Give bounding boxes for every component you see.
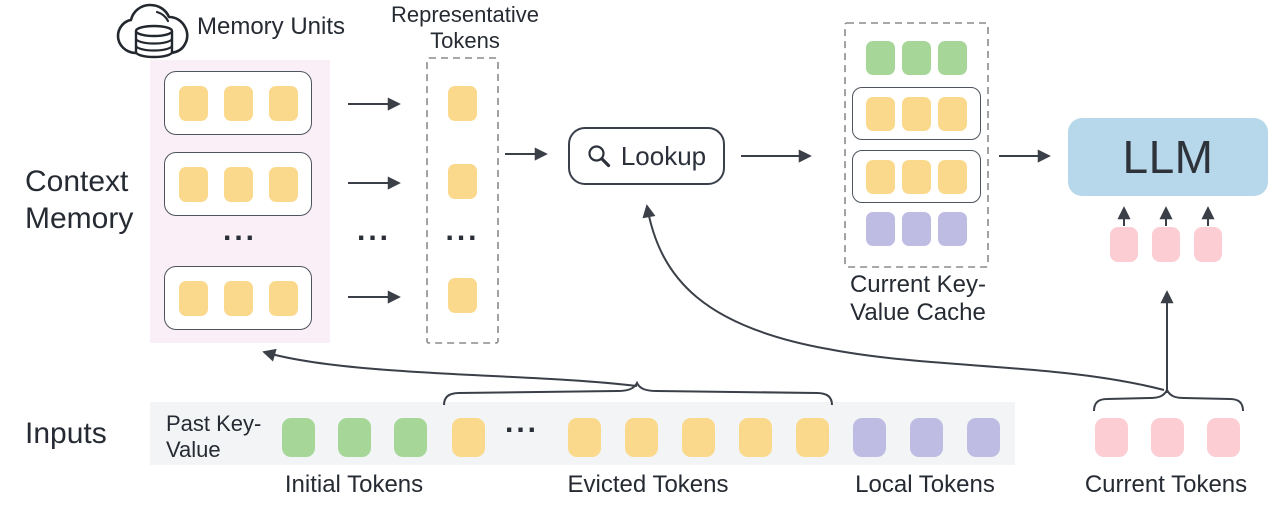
token [178, 85, 208, 121]
token [938, 96, 967, 131]
current-tokens-label: Current Tokens [1084, 471, 1248, 498]
token [268, 280, 298, 316]
cache-row-memory-unit [852, 150, 981, 203]
token [1194, 227, 1222, 262]
kv-cache-label: Current Key-Value Cache [849, 271, 987, 326]
token [902, 96, 931, 131]
inputs-label: Inputs [25, 417, 107, 450]
llm-box: LLM [1068, 118, 1268, 196]
lookup-label: Lookup [620, 140, 707, 171]
memory-ellipsis: ... [222, 214, 257, 247]
token [178, 280, 208, 316]
token [910, 418, 943, 457]
local-tokens-label: Local Tokens [855, 471, 995, 498]
representative-token [448, 278, 477, 313]
token [967, 418, 1000, 457]
cache-row-local [852, 212, 981, 246]
token [853, 418, 886, 457]
token [866, 41, 895, 75]
token [268, 166, 298, 202]
memory-unit-row [164, 266, 312, 330]
flow-ellipsis: ... [356, 214, 391, 247]
token [223, 280, 253, 316]
token [796, 418, 829, 457]
token [394, 418, 427, 457]
token [268, 85, 298, 121]
initial-tokens [282, 418, 427, 457]
token [682, 418, 715, 457]
token [1110, 227, 1138, 262]
representative-tokens-label: Representative Tokens [391, 2, 539, 53]
current-tokens-brace [1093, 387, 1244, 412]
token [866, 159, 895, 194]
token [338, 418, 371, 457]
past-key-value-label: Past Key-Value [166, 411, 262, 462]
token [1151, 418, 1184, 457]
magnifier-icon [588, 144, 610, 167]
token [1152, 227, 1180, 262]
current-tokens [1095, 418, 1240, 457]
llm-label: LLM [1122, 131, 1214, 183]
token [902, 212, 931, 246]
token [902, 159, 931, 194]
cache-row-initial [852, 41, 981, 75]
lookup-button: Lookup [568, 127, 725, 185]
cache-row-memory-unit [852, 87, 981, 140]
token [625, 418, 658, 457]
cloud-database-icon [116, 3, 189, 59]
representative-token [448, 86, 477, 121]
token [866, 212, 895, 246]
initial-tokens-label: Initial Tokens [284, 471, 424, 498]
representative-ellipsis: ... [445, 214, 480, 247]
token [1207, 418, 1240, 457]
representative-token [448, 164, 477, 199]
memory-unit-row [164, 152, 312, 216]
token [448, 164, 477, 199]
token [448, 278, 477, 313]
evicted-tokens-label: Evicted Tokens [567, 471, 729, 498]
llm-input-tokens [1110, 227, 1222, 262]
token [223, 166, 253, 202]
token [938, 41, 967, 75]
token [938, 212, 967, 246]
token [223, 85, 253, 121]
token [866, 96, 895, 131]
token [452, 418, 485, 457]
token [448, 86, 477, 121]
memory-units-label: Memory Units [197, 13, 346, 40]
token [282, 418, 315, 457]
context-memory-label: Context Memory [25, 165, 134, 235]
local-tokens [853, 418, 1000, 457]
arrow-evicted-to-memory [262, 348, 638, 387]
token [739, 418, 772, 457]
token [1095, 418, 1128, 457]
memory-unit-row [164, 71, 312, 135]
evicted-ellipsis: ... [504, 406, 539, 439]
token [938, 159, 967, 194]
evicted-tokens-head [452, 418, 485, 457]
token [902, 41, 931, 75]
evicted-tokens-tail [568, 418, 829, 457]
token [178, 166, 208, 202]
token [568, 418, 601, 457]
